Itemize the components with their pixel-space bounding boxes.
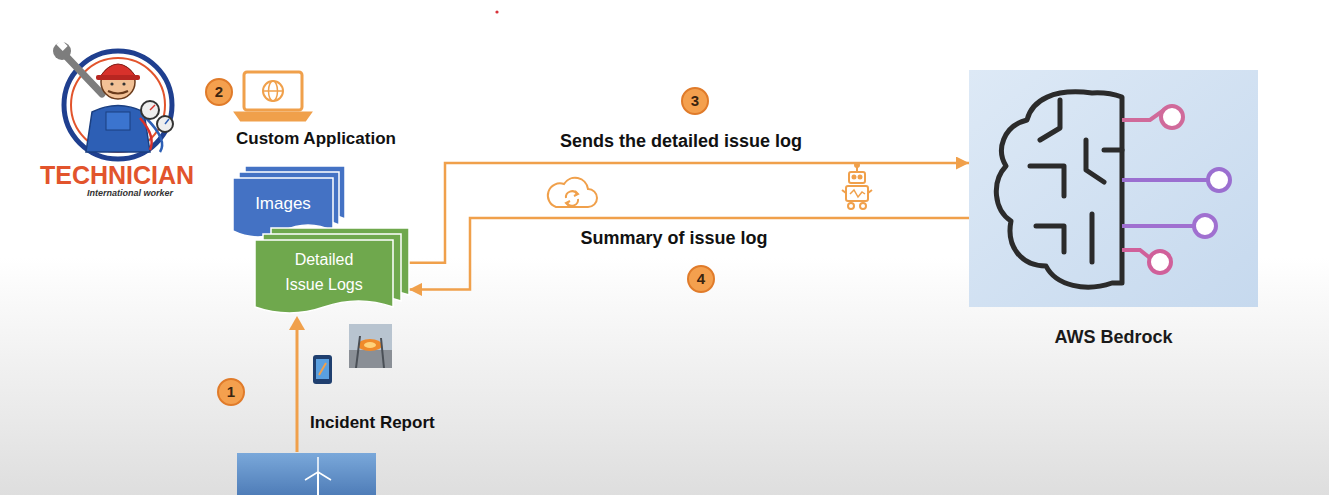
service-panel: AWS Bedrock	[969, 70, 1258, 307]
callout-number: 3	[681, 87, 709, 115]
robot-icon	[842, 163, 872, 209]
edge-label: Summary of issue log	[580, 228, 767, 249]
document-page	[255, 240, 393, 313]
callout-number: 4	[687, 265, 715, 293]
service-name: AWS Bedrock	[969, 324, 1258, 352]
incident-label: Incident Report	[310, 413, 435, 433]
application-label: Custom Application	[236, 129, 396, 149]
red-dot	[495, 10, 498, 13]
wind-turbine-picture	[237, 453, 376, 495]
edge-label: Sends the detailed issue log	[560, 131, 802, 152]
callout-number: 2	[205, 78, 233, 106]
technician-logo	[53, 40, 173, 159]
laptop-icon	[236, 72, 310, 120]
flow-arrow	[409, 163, 969, 263]
incident-arrow	[289, 316, 305, 452]
logo-subtitle: International worker	[87, 188, 173, 199]
incident-photo	[349, 324, 392, 368]
panel-background	[969, 70, 1258, 307]
cloud-sync-icon	[548, 178, 597, 207]
document-stack: Detailed Issue Logs	[255, 240, 393, 316]
tablet-icon	[313, 355, 332, 384]
node-text: Detailed Issue Logs	[276, 248, 372, 298]
callout-number: 1	[217, 378, 245, 406]
node-text: Images	[255, 191, 311, 217]
panel-shape	[969, 70, 1258, 307]
logo-title: TECHNICIAN	[40, 160, 194, 190]
